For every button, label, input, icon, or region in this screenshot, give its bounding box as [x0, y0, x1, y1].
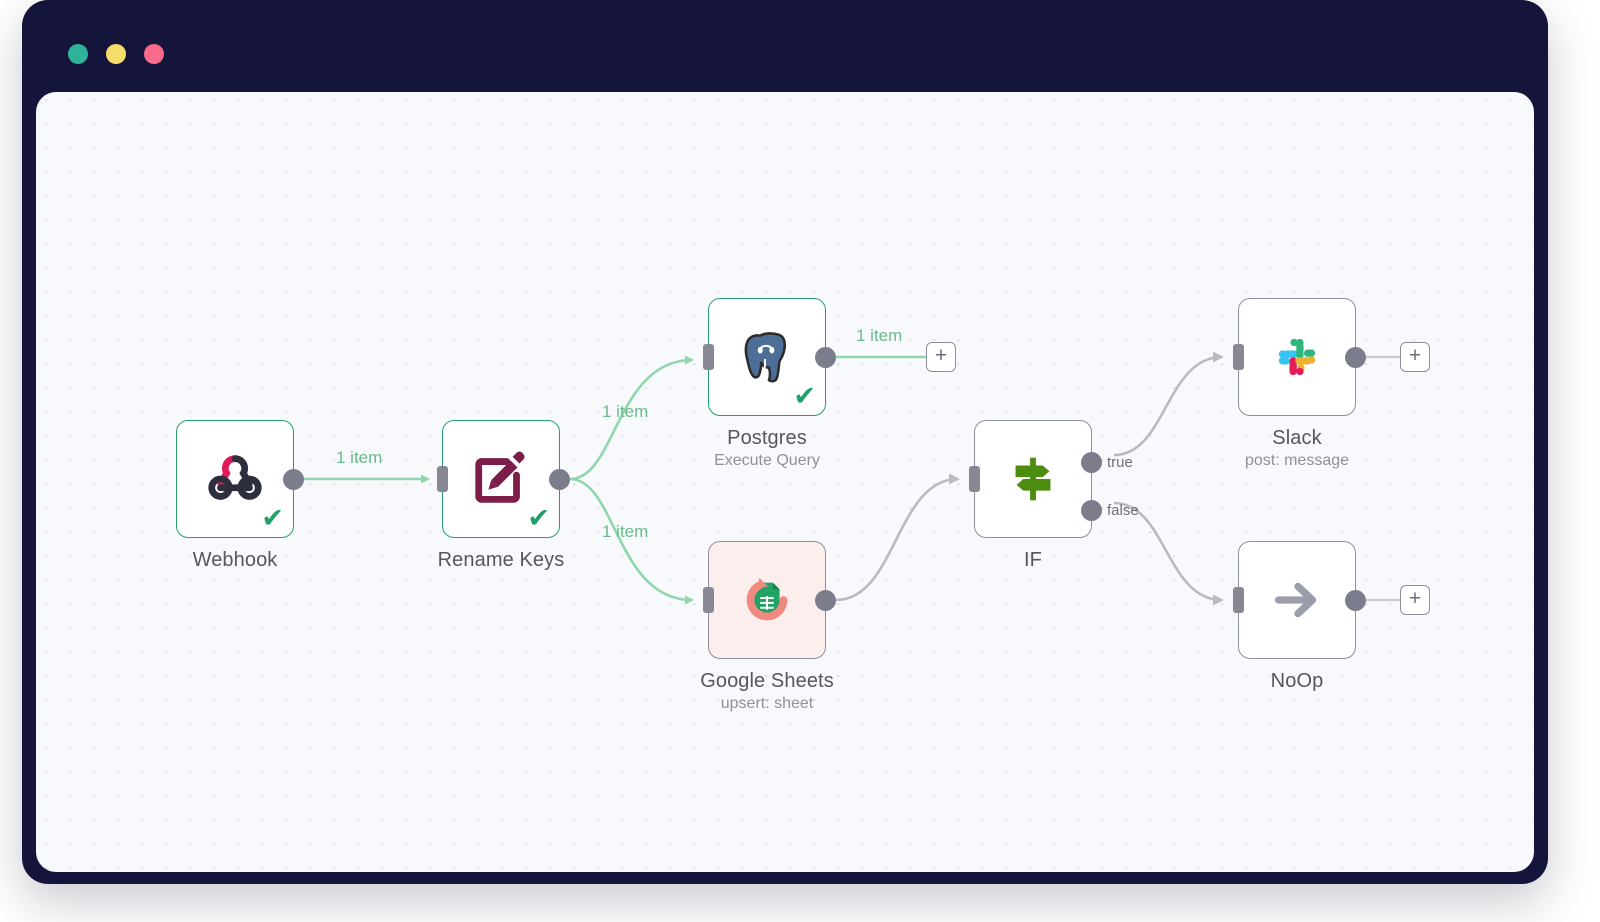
- node-caption-postgres: Postgres Execute Query: [714, 427, 820, 470]
- webhook-output-port[interactable]: [283, 469, 304, 490]
- webhook-icon: [208, 455, 262, 500]
- node-title: NoOp: [1270, 670, 1324, 692]
- edge-label-webhook-rename: 1 item: [336, 448, 383, 467]
- slack-input-port[interactable]: [1233, 344, 1244, 370]
- if-port-label-false: false: [1107, 501, 1139, 519]
- postgres-elephant-icon: [744, 332, 787, 383]
- success-check-icon: ✔: [261, 503, 284, 533]
- rename-keys-input-port[interactable]: [437, 466, 448, 492]
- if-port-label-true: true: [1107, 453, 1133, 471]
- node-postgres[interactable]: ✔ Postgres Execute Query: [703, 298, 836, 469]
- postgres-output-port[interactable]: [815, 347, 836, 368]
- edge-label-rename-sheets: 1 item: [602, 522, 649, 541]
- node-google-sheets[interactable]: Google Sheets upsert: sheet: [700, 541, 836, 712]
- maximize-dot[interactable]: [144, 44, 164, 64]
- node-slack[interactable]: Slack post: message: [1233, 298, 1366, 469]
- node-if[interactable]: true false IF: [969, 420, 1139, 571]
- node-title: Webhook: [192, 549, 278, 571]
- node-title: Postgres: [727, 427, 807, 449]
- node-title: Slack: [1272, 427, 1322, 449]
- add-node-button-noop[interactable]: +: [1400, 585, 1430, 615]
- close-dot[interactable]: [68, 44, 88, 64]
- node-webhook[interactable]: ✔ Webhook: [163, 407, 309, 571]
- arrow-right-icon: [1274, 582, 1317, 618]
- edit-pencil-icon: [475, 451, 525, 503]
- signpost-icon: [1015, 457, 1051, 501]
- google-sheets-input-port[interactable]: [703, 587, 714, 613]
- google-sheets-retry-icon: [746, 577, 788, 621]
- workflow-canvas[interactable]: 1 item 1 item 1 item 1 item ✔ Webhook: [36, 92, 1534, 872]
- node-caption-if: IF: [1024, 549, 1042, 572]
- node-noop[interactable]: NoOp: [1233, 541, 1366, 692]
- edge-label-rename-postgres: 1 item: [602, 402, 649, 421]
- node-caption-noop: NoOp: [1271, 670, 1324, 693]
- if-output-port-true[interactable]: true: [1081, 452, 1133, 473]
- slack-icon: [1278, 338, 1316, 376]
- postgres-input-port[interactable]: [703, 344, 714, 370]
- node-caption-webhook: Webhook: [193, 549, 278, 572]
- if-input-port[interactable]: [969, 466, 980, 492]
- noop-output-port[interactable]: [1345, 590, 1366, 611]
- node-caption-rename-keys: Rename Keys: [438, 549, 565, 572]
- google-sheets-output-port[interactable]: [815, 590, 836, 611]
- slack-output-port[interactable]: [1345, 347, 1366, 368]
- node-subtitle: upsert: sheet: [720, 695, 814, 712]
- success-check-icon: ✔: [793, 381, 816, 411]
- window-titlebar: [22, 0, 1548, 96]
- noop-input-port[interactable]: [1233, 587, 1244, 613]
- success-check-icon: ✔: [527, 503, 550, 533]
- node-rename-keys[interactable]: ✔ Rename Keys: [437, 420, 570, 571]
- add-node-button-slack[interactable]: +: [1400, 342, 1430, 372]
- node-caption-slack: Slack post: message: [1245, 427, 1349, 470]
- window-controls: [68, 44, 164, 64]
- node-subtitle: Execute Query: [714, 452, 820, 469]
- add-node-button-postgres[interactable]: +: [926, 342, 956, 372]
- node-title: IF: [1024, 549, 1042, 571]
- node-title: Rename Keys: [437, 549, 565, 571]
- if-output-port-false[interactable]: false: [1081, 500, 1139, 521]
- rename-keys-output-port[interactable]: [549, 469, 570, 490]
- edge-label-postgres-plus: 1 item: [856, 326, 903, 345]
- app-window: 1 item 1 item 1 item 1 item ✔ Webhook: [22, 0, 1548, 884]
- node-subtitle: post: message: [1244, 452, 1350, 469]
- node-title: Google Sheets: [700, 670, 834, 692]
- node-caption-google-sheets: Google Sheets upsert: sheet: [700, 670, 834, 713]
- minimize-dot[interactable]: [106, 44, 126, 64]
